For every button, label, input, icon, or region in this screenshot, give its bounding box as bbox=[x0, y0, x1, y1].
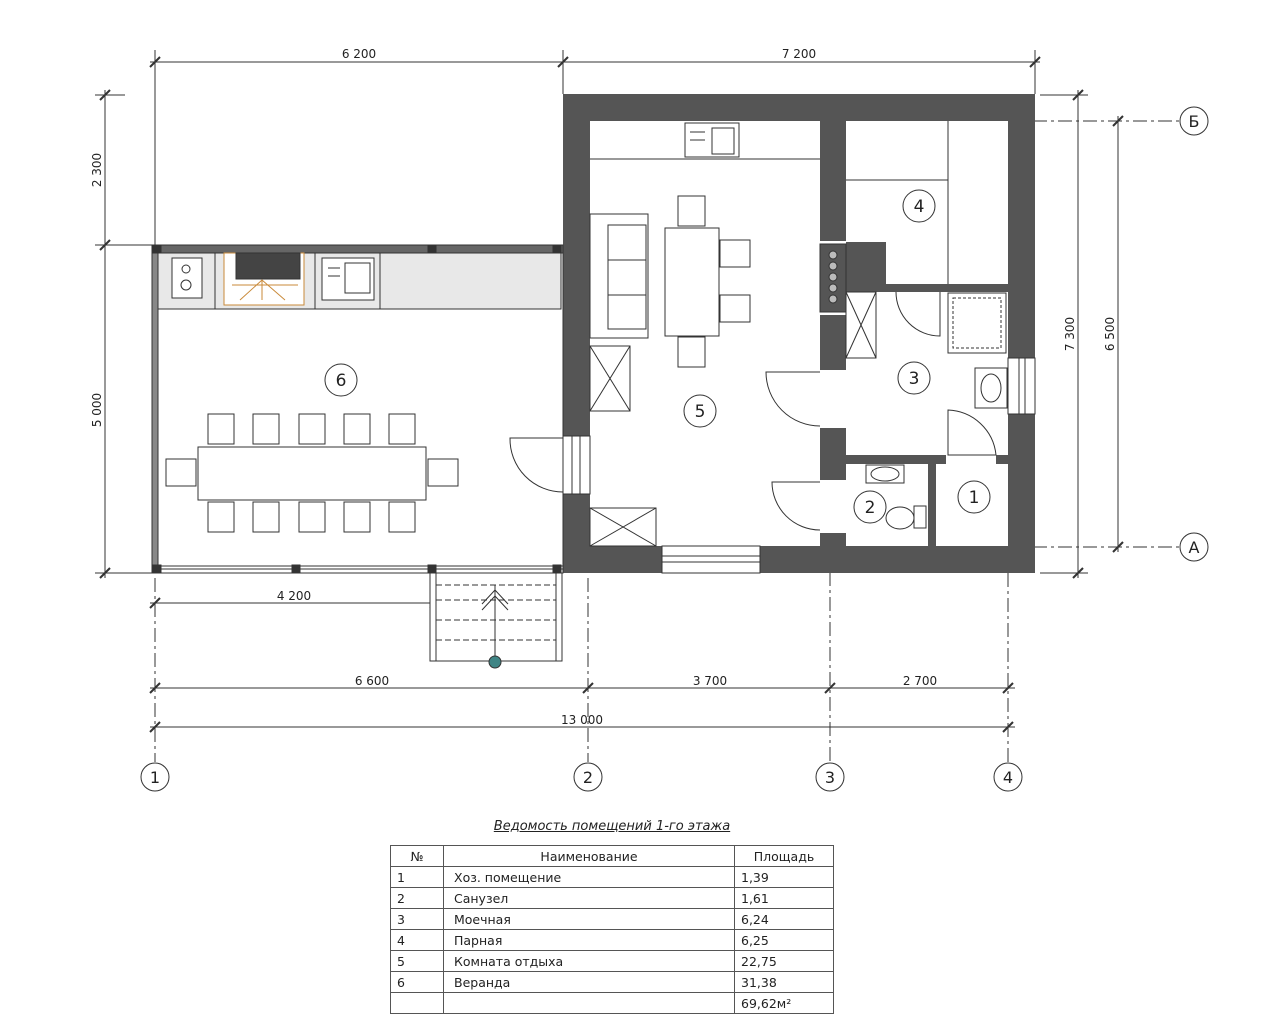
row-area: 1,61 bbox=[734, 887, 834, 909]
dim-bottom-total: 13 000 bbox=[561, 713, 603, 727]
room-label-5: 5 bbox=[695, 402, 706, 422]
dim-bottom-seg-1: 6 600 bbox=[355, 674, 389, 688]
dim-bottom-seg-3: 2 700 bbox=[903, 674, 937, 688]
windows bbox=[571, 358, 1026, 563]
total-name bbox=[443, 992, 735, 1014]
interior-walls bbox=[820, 121, 1008, 546]
total-num bbox=[390, 992, 444, 1014]
axis-label-4: 4 bbox=[1003, 768, 1013, 787]
washroom-fixtures bbox=[845, 291, 1008, 456]
veranda-door bbox=[509, 437, 564, 493]
row-name: Комната отдыха bbox=[443, 950, 735, 972]
row-area: 31,38 bbox=[734, 971, 834, 993]
room-schedule-table: № Наименование Площадь 1 Хоз. помещение … bbox=[390, 845, 834, 1014]
entrance-stairs bbox=[429, 572, 563, 662]
dim-left-upper: 2 300 bbox=[90, 153, 104, 187]
row-area: 6,25 bbox=[734, 929, 834, 951]
row-num: 4 bbox=[390, 929, 444, 951]
sauna-stove bbox=[819, 243, 847, 313]
dimension-lines bbox=[95, 50, 1180, 762]
dim-right-inner: 6 500 bbox=[1103, 317, 1117, 351]
schedule-title: Ведомость помещений 1-го этажа bbox=[493, 819, 731, 834]
entrance-marker bbox=[488, 655, 502, 669]
dim-top-left: 6 200 bbox=[342, 47, 376, 61]
axis-label-3: 3 bbox=[825, 768, 835, 787]
room-label-6: 6 bbox=[336, 371, 347, 391]
axis-label-b: Б bbox=[1189, 112, 1200, 131]
room-circles bbox=[324, 189, 991, 524]
axis-label-1: 1 bbox=[150, 768, 160, 787]
row-area: 6,24 bbox=[734, 908, 834, 930]
lounge-furniture bbox=[589, 121, 820, 547]
row-num: 6 bbox=[390, 971, 444, 993]
row-name: Парная bbox=[443, 929, 735, 951]
dim-left-lower: 5 000 bbox=[90, 393, 104, 427]
dim-veranda-width: 4 200 bbox=[277, 589, 311, 603]
bathroom-fixtures bbox=[865, 464, 927, 530]
row-area: 1,39 bbox=[734, 866, 834, 888]
table-header-row: № Наименование Площадь bbox=[390, 845, 834, 867]
total-area: 69,62м² bbox=[734, 992, 834, 1014]
dim-top-right: 7 200 bbox=[782, 47, 816, 61]
header-num: № bbox=[390, 845, 444, 867]
row-num: 2 bbox=[390, 887, 444, 909]
floor-plan: 6 200 7 200 2 300 5 000 7 300 6 500 4 20… bbox=[90, 47, 1209, 792]
header-area: Площадь bbox=[734, 845, 834, 867]
room-label-2: 2 bbox=[865, 498, 876, 518]
row-area: 22,75 bbox=[734, 950, 834, 972]
table-row: 6 Веранда 31,38 bbox=[390, 971, 834, 993]
lounge-doors bbox=[765, 371, 821, 531]
row-name: Хоз. помещение bbox=[443, 866, 735, 888]
dim-bottom-seg-2: 3 700 bbox=[693, 674, 727, 688]
room-label-4: 4 bbox=[914, 197, 925, 217]
wall-openings bbox=[562, 357, 1036, 574]
room-label-3: 3 bbox=[909, 369, 920, 389]
row-name: Моечная bbox=[443, 908, 735, 930]
row-num: 3 bbox=[390, 908, 444, 930]
table-row: 2 Санузел 1,61 bbox=[390, 887, 834, 909]
table-row: 1 Хоз. помещение 1,39 bbox=[390, 866, 834, 888]
table-row: 3 Моечная 6,24 bbox=[390, 908, 834, 930]
row-name: Веранда bbox=[443, 971, 735, 993]
table-row: 4 Парная 6,25 bbox=[390, 929, 834, 951]
row-num: 5 bbox=[390, 950, 444, 972]
axis-label-a: А bbox=[1189, 538, 1200, 557]
veranda-chairs bbox=[165, 413, 459, 533]
row-num: 1 bbox=[390, 866, 444, 888]
table-row: 5 Комната отдыха 22,75 bbox=[390, 950, 834, 972]
table-total-row: 69,62м² bbox=[390, 992, 834, 1014]
dim-right-outer: 7 300 bbox=[1063, 317, 1077, 351]
header-name: Наименование bbox=[443, 845, 735, 867]
row-name: Санузел bbox=[443, 887, 735, 909]
sauna-benches bbox=[846, 121, 949, 284]
axis-label-2: 2 bbox=[583, 768, 593, 787]
axis-markers bbox=[140, 106, 1209, 792]
room-label-1: 1 bbox=[969, 488, 980, 508]
